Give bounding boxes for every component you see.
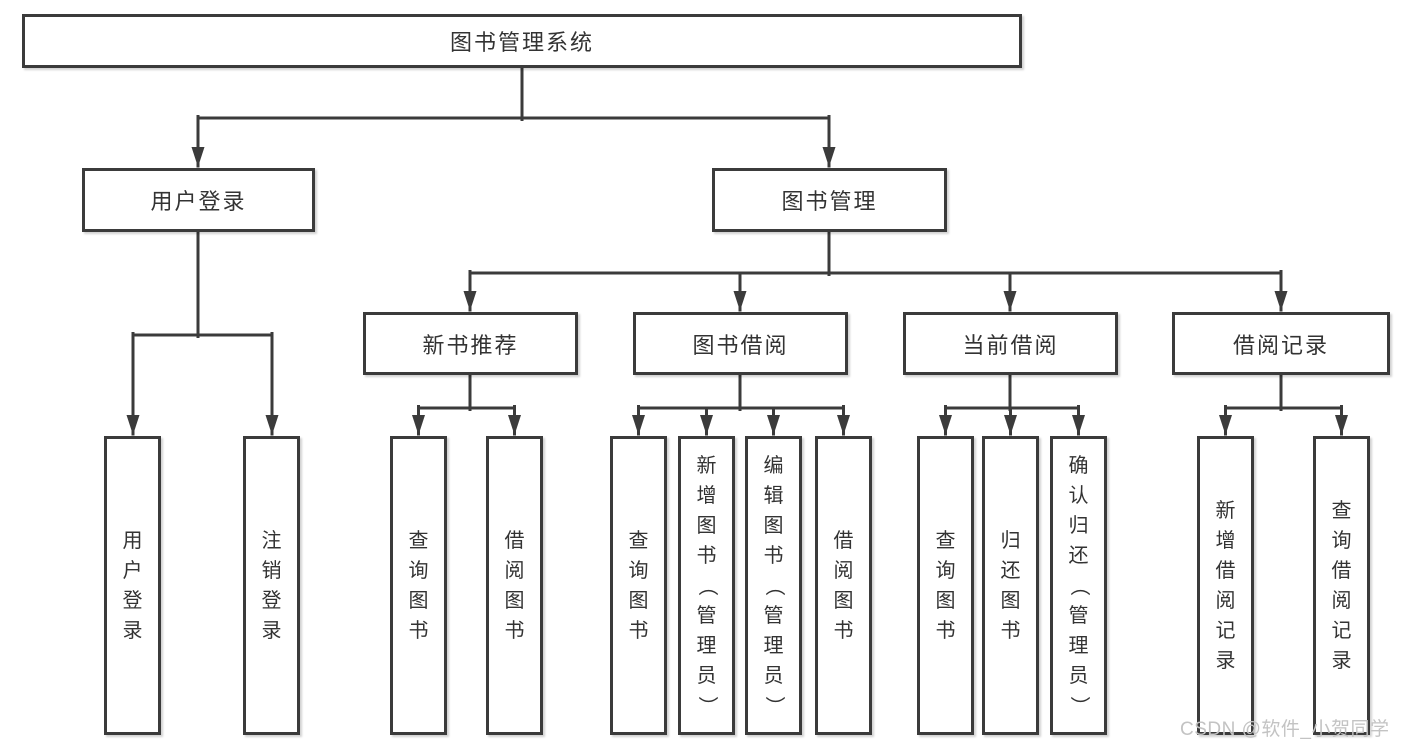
leaf-borrow-books-1: 借阅图书 (486, 436, 543, 735)
leaf-confirm-return-admin: 确认归还（管理员） (1050, 436, 1107, 735)
node-book-borrow: 图书借阅 (633, 312, 848, 375)
leaf-query-borrow-record-label: 查询借阅记录 (1331, 499, 1352, 672)
leaf-query-books-3: 查询图书 (917, 436, 974, 735)
leaf-borrow-books-2-label: 借阅图书 (833, 529, 854, 642)
leaf-query-borrow-record: 查询借阅记录 (1313, 436, 1370, 735)
leaf-add-borrow-record-label: 新增借阅记录 (1215, 499, 1236, 672)
leaf-query-books-1-label: 查询图书 (408, 529, 429, 642)
leaf-query-books-1: 查询图书 (390, 436, 447, 735)
leaf-user-login-label: 用户登录 (122, 529, 143, 642)
connector-book-mgmt-to-level3 (463, 228, 1288, 312)
leaf-borrow-books-2: 借阅图书 (815, 436, 872, 735)
node-new-book-recommend-label: 新书推荐 (422, 332, 519, 358)
connector-borrow-records-to-leaves (1219, 371, 1348, 436)
leaf-add-books-admin-label: 新增图书（管理员） (695, 454, 718, 716)
connector-new-books-to-leaves (412, 371, 521, 436)
node-book-borrow-label: 图书借阅 (692, 332, 789, 358)
node-book-management: 图书管理 (712, 168, 947, 232)
leaf-borrow-books-1-label: 借阅图书 (504, 529, 525, 642)
leaf-add-books-admin: 新增图书（管理员） (678, 436, 735, 735)
leaf-query-books-3-label: 查询图书 (935, 529, 956, 642)
node-borrow-records: 借阅记录 (1172, 312, 1390, 375)
node-user-login: 用户登录 (82, 168, 315, 232)
node-book-management-label: 图书管理 (781, 189, 878, 214)
node-root-label: 图书管理系统 (449, 30, 594, 55)
connector-current-borrow-to-leaves (939, 371, 1085, 436)
leaf-edit-books-admin-label: 编辑图书（管理员） (762, 454, 785, 716)
node-new-book-recommend: 新书推荐 (363, 312, 578, 375)
leaf-edit-books-admin: 编辑图书（管理员） (745, 436, 802, 735)
node-borrow-records-label: 借阅记录 (1232, 332, 1329, 358)
leaf-user-login: 用户登录 (104, 436, 161, 735)
leaf-add-borrow-record: 新增借阅记录 (1197, 436, 1254, 735)
leaf-logout-label: 注销登录 (261, 529, 282, 642)
watermark: CSDN @软件_小贺同学 (1180, 719, 1390, 740)
leaf-return-books: 归还图书 (982, 436, 1039, 735)
leaf-query-books-2: 查询图书 (610, 436, 667, 735)
node-user-login-label: 用户登录 (150, 189, 247, 214)
connector-user-login-to-leaves (126, 228, 279, 436)
leaf-confirm-return-admin-label: 确认归还（管理员） (1067, 454, 1090, 716)
leaf-query-books-2-label: 查询图书 (628, 529, 649, 642)
leaf-logout: 注销登录 (243, 436, 300, 735)
connector-root-to-level2 (191, 64, 836, 168)
node-current-borrow-label: 当前借阅 (962, 332, 1059, 358)
node-root: 图书管理系统 (22, 14, 1022, 68)
connector-book-borrow-to-leaves (632, 371, 850, 436)
node-current-borrow: 当前借阅 (903, 312, 1118, 375)
leaf-return-books-label: 归还图书 (1000, 529, 1021, 642)
